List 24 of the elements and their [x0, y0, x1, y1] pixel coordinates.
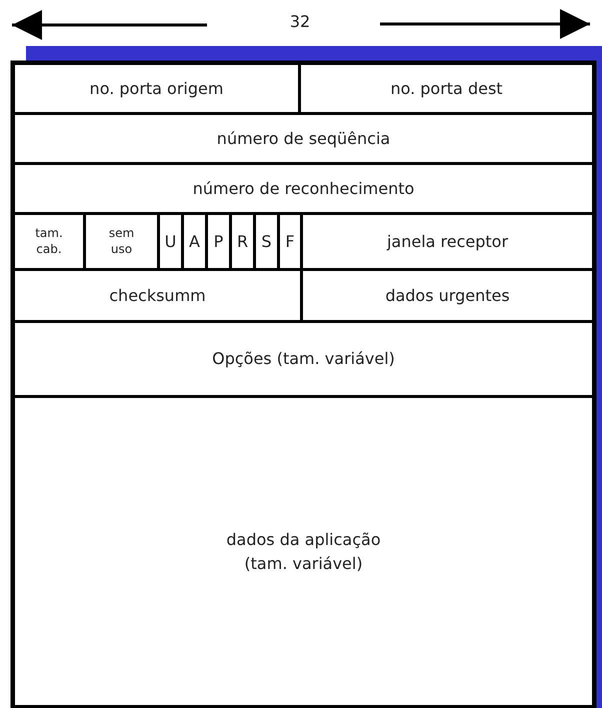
- field-label: dados da aplicação (tam. variável): [225, 529, 382, 574]
- field-label: no. porta origem: [90, 78, 224, 100]
- field-label: checksumm: [109, 284, 206, 307]
- field-label: A: [189, 230, 200, 253]
- field-label: P: [214, 230, 224, 253]
- header-field: [12, 162, 595, 215]
- field-label: sem uso: [108, 226, 136, 258]
- dimension-label: 32: [288, 12, 312, 31]
- field-label: Opções (tam. variável): [212, 348, 395, 370]
- field-label: número de seqüência: [216, 128, 390, 150]
- field-label: U: [164, 230, 176, 253]
- header-field: [12, 320, 595, 398]
- field-label: janela receptor: [386, 230, 508, 253]
- field-label: F: [285, 230, 295, 253]
- header-field: [298, 62, 595, 115]
- header-field: [12, 395, 595, 708]
- field-label: tam. cab.: [34, 226, 64, 258]
- header-field: [12, 62, 301, 115]
- field-label: dados urgentes: [385, 284, 510, 307]
- field-label: no. porta dest: [390, 78, 503, 100]
- field-label: S: [261, 230, 272, 253]
- field-label: R: [236, 230, 248, 253]
- header-field: [12, 112, 595, 165]
- field-label: número de reconhecimento: [192, 178, 414, 200]
